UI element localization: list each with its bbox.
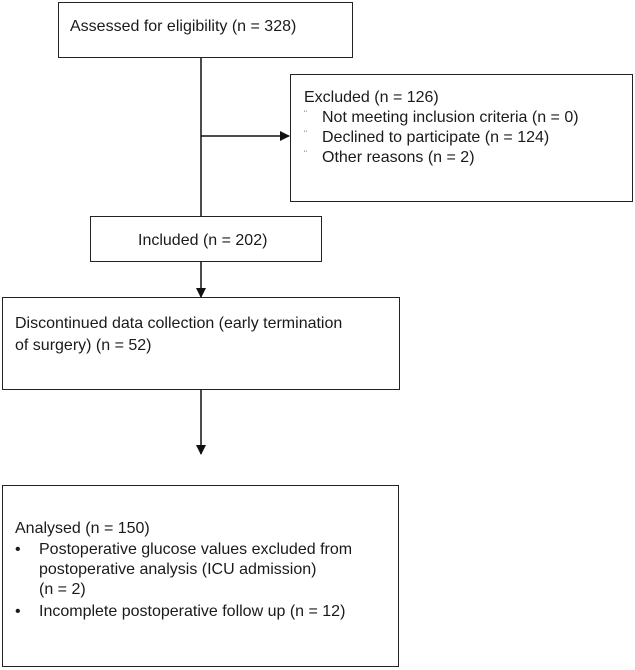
excluded-reason-text: Not meeting inclusion criteria (n = 0) (322, 109, 579, 126)
bullet-marker: • (15, 541, 21, 558)
analysed-note-line: Postoperative glucose values excluded fr… (39, 541, 353, 558)
excluded-title: Excluded (n = 126) (304, 89, 439, 106)
excluded-box: Excluded (n = 126) ¨ Not meeting inclusi… (290, 74, 633, 202)
excluded-reason-text: Declined to participate (n = 124) (322, 129, 550, 146)
included-box: Included (n = 202) (90, 216, 322, 262)
analysed-note-line: postoperative analysis (ICU admission) (39, 561, 317, 578)
bullet-marker: ¨ (304, 149, 307, 159)
assessed-box: Assessed for eligibility (n = 328) (58, 2, 353, 58)
analysed-note-line: (n = 2) (39, 581, 86, 598)
analysed-title: Analysed (n = 150) (15, 520, 150, 537)
analysed-note-item: • Incomplete postoperative follow up (n … (15, 602, 390, 622)
excluded-reason-text: Other reasons (n = 2) (322, 149, 475, 166)
discontinued-line-1: Discontinued data collection (early term… (15, 315, 343, 332)
excluded-reason-item: ¨ Declined to participate (n = 124) (304, 128, 624, 148)
bullet-marker: ¨ (304, 109, 307, 119)
bullet-marker: ¨ (304, 129, 307, 139)
included-label: Included (n = 202) (138, 232, 268, 249)
analysed-notes-list: • Postoperative glucose values excluded … (15, 540, 390, 622)
analysed-note-line: Incomplete postoperative follow up (n = … (39, 603, 346, 620)
assessed-label: Assessed for eligibility (n = 328) (70, 18, 297, 35)
analysed-note-item: • Postoperative glucose values excluded … (15, 540, 390, 600)
excluded-reasons-list: ¨ Not meeting inclusion criteria (n = 0)… (304, 108, 624, 168)
excluded-reason-item: ¨ Other reasons (n = 2) (304, 148, 624, 168)
excluded-reason-item: ¨ Not meeting inclusion criteria (n = 0) (304, 108, 624, 128)
discontinued-line-2: of surgery) (n = 52) (15, 337, 152, 354)
discontinued-box: Discontinued data collection (early term… (2, 297, 400, 390)
bullet-marker: • (15, 603, 21, 620)
analysed-box: Analysed (n = 150) • Postoperative gluco… (2, 485, 399, 667)
